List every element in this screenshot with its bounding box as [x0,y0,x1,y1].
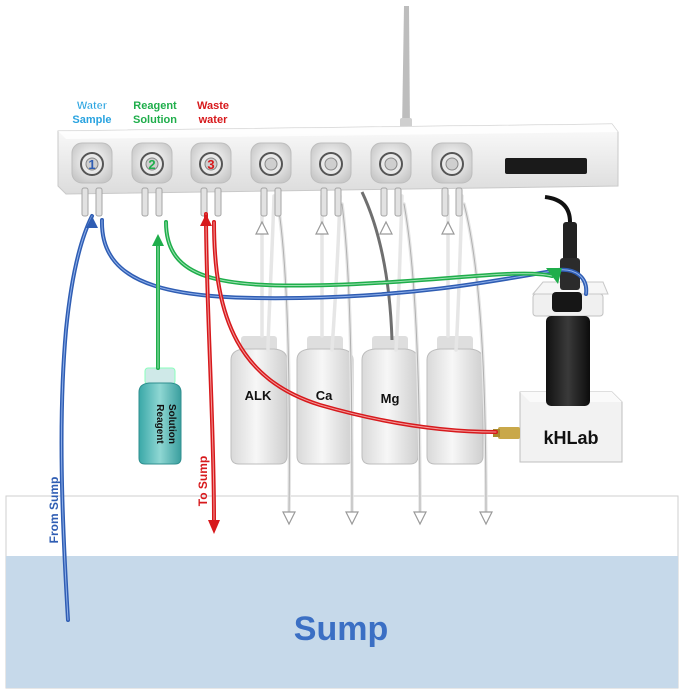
tube-fitting [95,187,103,217]
reagent-bottle: Reagent Solution [138,367,182,465]
arrow-icon [379,220,393,235]
reagent-bottle-label-1: Reagent [154,404,165,444]
pump-head-icon [250,142,292,184]
bottle-empty [426,336,484,465]
reagent-solution-label-1: Reagent [133,100,177,112]
arrow-icon [200,214,212,226]
tube-fitting [155,187,163,217]
arrow-icon [413,511,427,526]
arrow-icon [152,234,164,246]
pump-head-icon [71,142,113,184]
tube-ca-out [330,194,342,352]
arrow-icon [315,220,329,235]
tube-fitting [260,187,268,217]
pump-number-3: 3 [207,157,214,172]
tube-fitting [334,187,342,217]
bottle-alk: ALK [230,336,288,465]
tube-fitting [320,187,328,217]
pump-head-icon [131,142,173,184]
tube-fitting [394,187,402,217]
display-icon [505,158,587,174]
arrow-icon [208,520,220,534]
tube-fitting [81,187,89,217]
waste-water-label-2: water [198,114,228,126]
antenna-icon [400,6,412,130]
pump-head-icon [431,142,473,184]
pump-head-icon [190,142,232,184]
bottle-ca-label: Ca [316,388,333,403]
arrow-icon [441,220,455,235]
from-sump-label: From Sump [47,477,61,544]
tube-mg-dark [360,191,394,341]
pump-heads: 1 2 3 [71,142,473,184]
tube-fittings [81,187,463,217]
tube-fitting [380,187,388,217]
tube-mg-out [394,194,404,352]
arrow-icon [255,220,269,235]
arrow-icon [479,511,493,526]
reagent-solution-label-2: Solution [133,114,177,126]
tube-fitting [200,187,208,217]
sump-water [6,556,678,688]
bottle-mg: Mg [361,336,419,465]
bottle-alk-label: ALK [245,388,272,403]
to-sump-label: To Sump [196,456,210,506]
tube-4-out [454,194,464,352]
tube-fitting [441,187,449,217]
water-sample-label-2: Sample [72,114,111,126]
tube-fitting [214,187,222,217]
pump-number-2: 2 [148,157,155,172]
pump-head-icon [310,142,352,184]
arrow-icon [282,511,296,526]
water-sample-label-1: Water [77,100,108,112]
pump-number-1: 1 [88,157,95,172]
arrow-icon [86,216,98,228]
reagent-bottle-label-2: Solution [166,404,177,444]
tube-fitting [274,187,282,217]
tube-alk-out [266,194,276,352]
khlab-device: kHLab [493,281,623,463]
tube-fitting [455,187,463,217]
bottle-mg-label: Mg [381,391,400,406]
tube-fitting [141,187,149,217]
arrow-icon [345,511,359,526]
arrow-icon [546,268,562,284]
tube-reagent-to-khlab [164,220,554,288]
khlab-label: kHLab [543,428,598,448]
pump-head-icon [370,142,412,184]
sump-label: Sump [294,610,388,648]
probe-icon [544,195,580,290]
waste-water-label-1: Waste [197,100,229,112]
